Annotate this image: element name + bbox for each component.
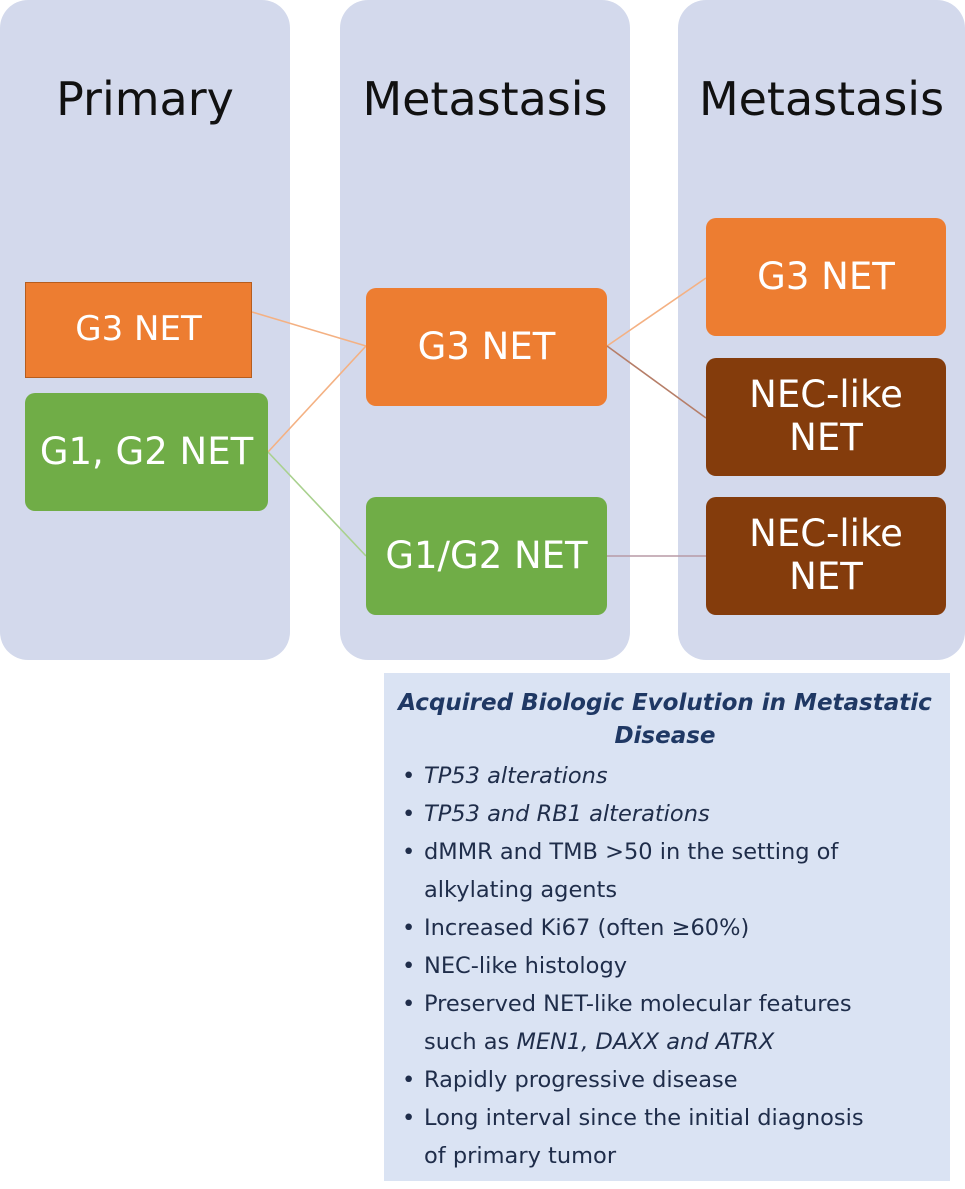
item-text: dMMR and TMB >50 in the setting of bbox=[424, 839, 839, 865]
item-text: Increased Ki67 (often ≥60%) bbox=[424, 915, 750, 941]
list-item: • Long interval since the initial diagno… bbox=[398, 1099, 932, 1175]
column-title-primary: Primary bbox=[56, 72, 234, 126]
node-primary-g3-net: G3 NET bbox=[25, 282, 252, 378]
node-label: G3 NET bbox=[417, 324, 556, 368]
item-text: TP53 and RB1 alterations bbox=[424, 801, 710, 827]
item-text: NEC-like histology bbox=[424, 953, 628, 979]
list-item: • NEC-like histology bbox=[398, 947, 932, 985]
link-primary-g12-to-met-g12 bbox=[267, 451, 367, 557]
item-text: TP53 alterations bbox=[424, 763, 608, 789]
list-item: • Increased Ki67 (often ≥60%) bbox=[398, 909, 932, 947]
link-primary-g3-to-met-g3 bbox=[251, 311, 367, 347]
link-primary-g12-to-met-g3 bbox=[267, 345, 367, 453]
node-label: G3 NET bbox=[757, 254, 895, 298]
list-item: • TP53 alterations bbox=[398, 757, 932, 795]
item-text-cont: such as bbox=[424, 1029, 517, 1055]
bullet: • bbox=[402, 915, 416, 941]
link-met-g3-to-met2-nec bbox=[606, 345, 707, 419]
link-met-g3-to-met2-g3 bbox=[606, 277, 707, 347]
evolution-box: Acquired Biologic Evolution in Metastati… bbox=[384, 673, 950, 1181]
node-met1-g1-g2-net: G1/G2 NET bbox=[366, 497, 607, 615]
bullet: • bbox=[402, 991, 416, 1017]
item-text: Rapidly progressive disease bbox=[424, 1067, 738, 1093]
node-met1-g3-net: G3 NET bbox=[366, 288, 607, 406]
evolution-box-title-line2: Disease bbox=[614, 723, 716, 749]
column-title-metastasis-1: Metastasis bbox=[362, 72, 608, 126]
node-label-line1: NEC-like bbox=[749, 512, 903, 556]
list-item: • Preserved NET-like molecular features … bbox=[398, 985, 932, 1061]
evolution-list: • TP53 alterations • TP53 and RB1 altera… bbox=[398, 757, 932, 1175]
node-met2-g3-net: G3 NET bbox=[706, 218, 946, 336]
list-item: • dMMR and TMB >50 in the setting of alk… bbox=[398, 833, 932, 909]
item-text-cont: of primary tumor bbox=[424, 1143, 617, 1169]
evolution-box-title: Acquired Biologic Evolution in Metastati… bbox=[398, 687, 932, 753]
evolution-box-title-line1: Acquired Biologic Evolution in Metastati… bbox=[398, 690, 932, 716]
item-text: Long interval since the initial diagnosi… bbox=[424, 1105, 864, 1131]
bullet: • bbox=[402, 1105, 416, 1131]
list-item: • Rapidly progressive disease bbox=[398, 1061, 932, 1099]
node-met2-nec-like-net-a: NEC-like NET bbox=[706, 358, 946, 476]
node-label: G1, G2 NET bbox=[39, 429, 254, 473]
item-text-genes: MEN1, DAXX and ATRX bbox=[516, 1029, 775, 1055]
node-label: G3 NET bbox=[75, 309, 202, 350]
item-text: Preserved NET-like molecular features bbox=[424, 991, 852, 1017]
list-item: • TP53 and RB1 alterations bbox=[398, 795, 932, 833]
node-label-line1: NEC-like bbox=[749, 373, 903, 417]
node-primary-g1-g2-net: G1, G2 NET bbox=[25, 393, 268, 511]
bullet: • bbox=[402, 763, 416, 789]
item-text-cont: alkylating agents bbox=[424, 877, 618, 903]
node-label: G1/G2 NET bbox=[385, 533, 588, 577]
bullet: • bbox=[402, 953, 416, 979]
node-label-line2: NET bbox=[789, 555, 863, 598]
node-label-line2: NET bbox=[789, 416, 863, 459]
bullet: • bbox=[402, 801, 416, 827]
bullet: • bbox=[402, 1067, 416, 1093]
column-title-metastasis-2: Metastasis bbox=[698, 72, 945, 126]
bullet: • bbox=[402, 839, 416, 865]
node-met2-nec-like-net-b: NEC-like NET bbox=[706, 497, 946, 615]
